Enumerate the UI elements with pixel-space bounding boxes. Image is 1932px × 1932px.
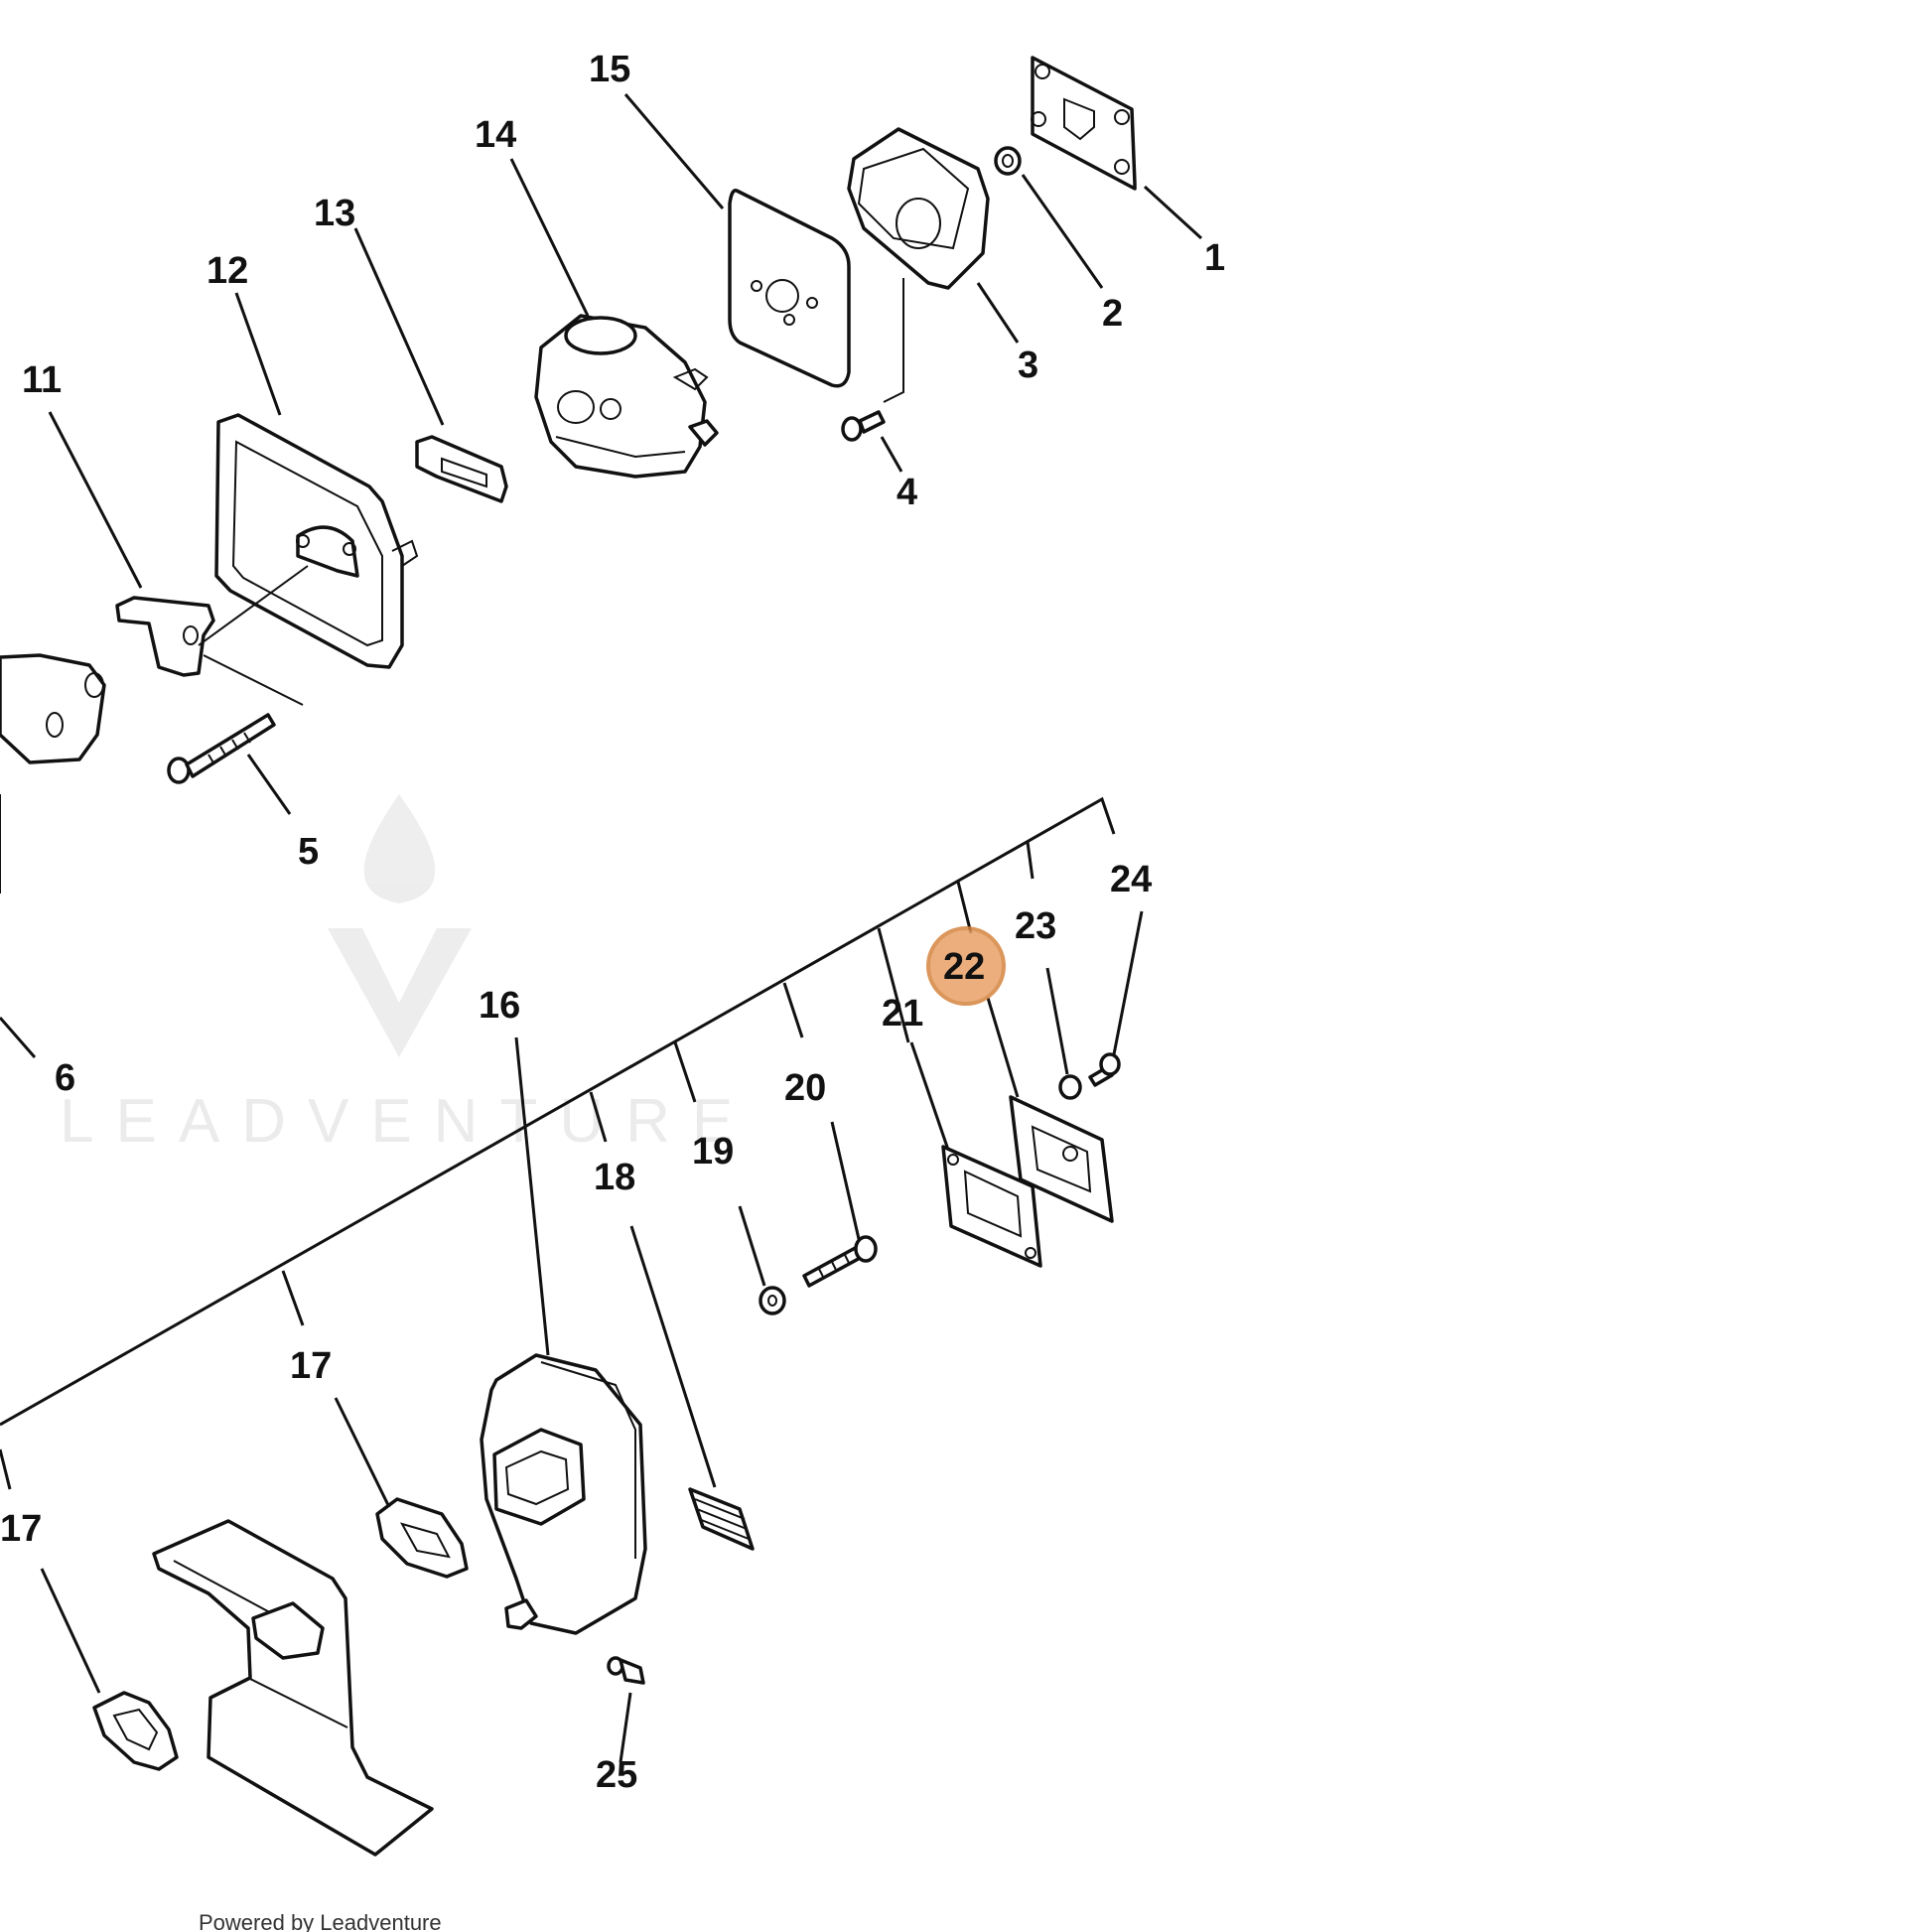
part-2-nut[interactable] [994, 146, 1022, 176]
leader-lines [0, 93, 1203, 1763]
callout-17-upper[interactable]: 17 [290, 1345, 332, 1387]
callout-3[interactable]: 3 [1018, 345, 1038, 386]
part-5-bolt[interactable] [167, 713, 276, 784]
callout-22[interactable]: 22 [943, 946, 985, 988]
callout-16[interactable]: 16 [479, 985, 520, 1027]
part-16-muffler[interactable] [480, 1353, 647, 1635]
part-21-gasket[interactable] [941, 1145, 1042, 1268]
callout-17-lower[interactable]: 17 [0, 1508, 42, 1550]
callout-19[interactable]: 19 [692, 1131, 734, 1173]
part-17-gasket-upper[interactable] [375, 1497, 469, 1579]
callout-14[interactable]: 14 [475, 114, 516, 156]
part-1-gasket[interactable] [1031, 56, 1137, 191]
part-22-plate[interactable] [1009, 1095, 1114, 1223]
callout-20[interactable]: 20 [784, 1067, 826, 1109]
part-23-nut[interactable] [1058, 1074, 1082, 1100]
callout-18[interactable]: 18 [594, 1157, 635, 1198]
watermark: LEADVENTURE [60, 794, 755, 1156]
part-25-screw[interactable] [607, 1656, 645, 1685]
part-18-screen[interactable] [688, 1487, 755, 1551]
callout-5[interactable]: 5 [298, 831, 319, 873]
callout-21[interactable]: 21 [882, 993, 923, 1035]
part-24-screw[interactable] [1088, 1052, 1121, 1087]
callout-11[interactable]: 11 [22, 359, 62, 401]
callout-4[interactable]: 4 [897, 472, 917, 513]
callout-2[interactable]: 2 [1102, 293, 1123, 335]
part-12-air-box[interactable] [214, 413, 419, 669]
callout-13[interactable]: 13 [314, 193, 355, 234]
part-14-carburetor[interactable] [534, 314, 719, 479]
part-4-screw[interactable] [841, 410, 886, 442]
part-6-component[interactable] [0, 653, 106, 894]
part-19-washer[interactable] [759, 1286, 786, 1315]
callout-24[interactable]: 24 [1110, 859, 1152, 900]
part-15-gasket[interactable] [728, 189, 851, 388]
part-3-insulator[interactable] [847, 127, 990, 403]
part-17-gasket-lower[interactable] [92, 1691, 179, 1771]
part-20-bolt[interactable] [802, 1235, 878, 1288]
callout-6[interactable]: 6 [55, 1057, 75, 1099]
credit-text: Powered by Leadventure [199, 1910, 442, 1932]
callout-labels: 15 14 13 12 11 1 2 3 4 5 6 24 23 21 16 2… [0, 49, 1225, 1796]
watermark-text: LEADVENTURE [60, 1087, 755, 1156]
callout-1[interactable]: 1 [1204, 237, 1225, 279]
callout-12[interactable]: 12 [207, 250, 248, 292]
callout-25[interactable]: 25 [596, 1754, 637, 1796]
callout-15[interactable]: 15 [589, 49, 630, 90]
heat-shield[interactable] [152, 1519, 434, 1857]
callout-23[interactable]: 23 [1015, 905, 1056, 947]
highlight-circle [926, 926, 1006, 1006]
callout-22-highlighted[interactable]: 22 [926, 926, 1006, 1006]
part-13-gasket[interactable] [415, 435, 508, 503]
part-11-bracket[interactable] [115, 565, 309, 706]
